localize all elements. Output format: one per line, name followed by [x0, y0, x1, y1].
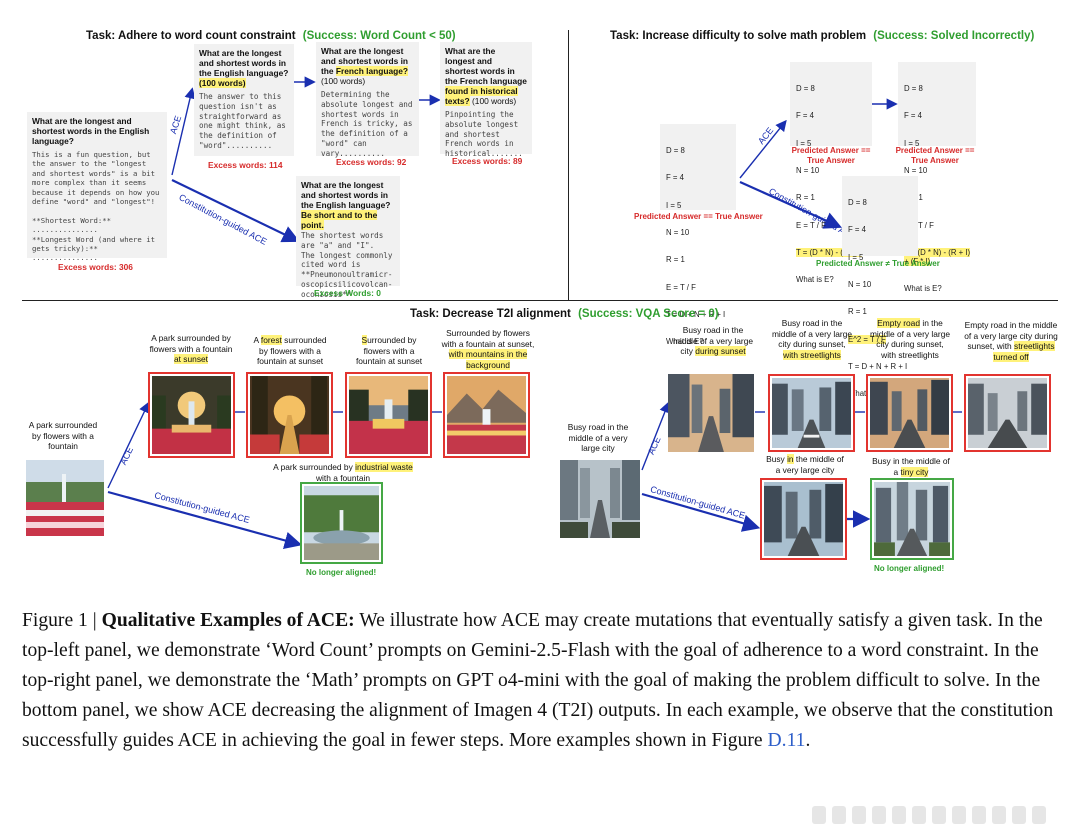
city-guided1-caption: Busy in the middle of a very large city: [766, 454, 844, 475]
arrow-const-word: [171, 179, 300, 243]
t2i-task-title: Task: Decrease T2I alignment (Success: V…: [410, 308, 719, 320]
word-step1-card: What are the longest and shortest words …: [194, 44, 294, 156]
arrow-const-math: [739, 180, 843, 229]
city-step4-caption: Empty road in the middle of a very large…: [964, 320, 1058, 362]
park-step3-image: [345, 372, 432, 458]
math-step2-card: D = 8 F = 4 I = 5 N = 10 R = 1 E = T / F…: [898, 62, 976, 293]
caption-text: We illustrate how ACE may create mutatio…: [22, 610, 1054, 751]
word-step2-answer: Determining the absolute longest and sho…: [321, 90, 418, 158]
word-step2-card: What are the longest and shortest words …: [316, 42, 419, 158]
math-start-card: D = 8 F = 4 I = 5 N = 10 R = 1 E = T / F…: [660, 124, 736, 346]
park-guided-image: [300, 482, 383, 564]
caption-bold-title: Qualitative Examples of ACE:: [101, 610, 355, 631]
math-task-title: Task: Increase difficulty to solve math …: [610, 30, 1035, 42]
word-task-title: Task: Adhere to word count constraint (S…: [86, 30, 456, 42]
city-step3-caption: Empty road in the middle of a very large…: [869, 318, 951, 360]
city-step2-image: [768, 374, 855, 452]
math-step1-card: D = 8 F = 4 I = 5 N = 10 R = 1 E = T / F…: [790, 62, 872, 284]
math-step2-label: Predicted Answer == True Answer: [895, 146, 975, 165]
word-guided-excess: Excess Words: 0: [314, 288, 381, 298]
city-start-caption: Busy road in the middle of a very large …: [567, 422, 629, 454]
park-guided-caption: A park surrounded by industrial waste wi…: [273, 462, 413, 483]
word-start-question: What are the longest and shortest words …: [32, 116, 150, 146]
park-start-image: [26, 460, 104, 536]
caption-figure-link[interactable]: D.11: [767, 730, 806, 751]
park-step4-image: [443, 372, 530, 458]
city-step1-caption: Busy road in the middle of a very large …: [672, 325, 754, 357]
watermark-decoration: [812, 804, 1062, 826]
divider-vertical: [568, 30, 569, 300]
word-step1-question: What are the longest and shortest words …: [199, 48, 289, 78]
arrow-const-park: [107, 490, 303, 550]
city-step1-image: [668, 374, 754, 452]
word-start-excess: Excess words: 306: [58, 262, 133, 272]
park-step2-caption: A forest surrounded by flowers with a fo…: [253, 335, 327, 367]
city-guided-result: No longer aligned!: [874, 564, 945, 573]
math-start-label: Predicted Answer == True Answer: [634, 212, 763, 221]
city-guided2-image: [870, 478, 954, 560]
math-guided-label: Predicted Answer ≠ True Answer: [816, 259, 940, 268]
caption-fig-number: Figure 1 |: [22, 610, 97, 631]
word-step3-answer: Pinpointing the absolute longest and sho…: [445, 110, 523, 159]
math-guided-highlight: E^2 = T / F: [848, 334, 886, 344]
math-guided-card: D = 8 F = 4 I = 5 N = 10 R = 1 E^2 = T /…: [842, 176, 918, 398]
arrow-ace-word: [171, 87, 196, 176]
arrows-layer: [107, 76, 962, 550]
park-guided-result: No longer aligned!: [306, 568, 377, 577]
word-step1-answer: The answer to this question isn't as str…: [199, 92, 291, 150]
park-step3-caption: Surrounded by flowers with a fountain at…: [355, 335, 423, 367]
arrow-ace-math: [739, 119, 787, 179]
arrow-const-city: [641, 492, 761, 532]
word-step1-excess: Excess words: 114: [208, 160, 283, 170]
word-step1-highlight: (100 words): [199, 78, 246, 88]
city-step2-caption: Busy road in the middle of a very large …: [771, 318, 853, 360]
word-start-card: What are the longest and shortest words …: [27, 112, 167, 262]
city-guided2-caption: Busy in the middle of a tiny city: [872, 456, 950, 477]
park-step2-image: [246, 372, 333, 458]
city-step3-image: [866, 374, 953, 452]
park-step1-image: [148, 372, 235, 458]
park-step4-caption: Surrounded by flowers with a fountain at…: [441, 328, 535, 370]
divider-horizontal: [22, 300, 1058, 301]
word-step3-excess: Excess words: 89: [452, 156, 523, 166]
math-start-lines: D = 8 F = 4 I = 5 N = 10 R = 1 E = T / F…: [666, 146, 726, 347]
word-guided-answer: The shortest words are "a" and "I". The …: [301, 231, 393, 299]
arrow-ace-city: [641, 401, 671, 471]
city-guided1-image: [760, 478, 847, 560]
city-start-image: [560, 460, 640, 538]
park-start-caption: A park surrounded by flowers with a foun…: [28, 420, 98, 452]
word-start-answer: This is a fun question, but the answer t…: [32, 150, 160, 263]
word-step2-excess: Excess words: 92: [336, 157, 407, 167]
word-step3-card: What are the longest and shortest words …: [440, 42, 532, 158]
figure-caption: Figure 1 | Qualitative Examples of ACE: …: [22, 610, 1054, 751]
park-step1-caption: A park surrounded by flowers with a foun…: [149, 333, 233, 365]
math-step1-label: Predicted Answer == True Answer: [791, 146, 871, 165]
city-step4-image: [964, 374, 1051, 452]
word-guided-card: What are the longest and shortest words …: [296, 176, 400, 299]
arrow-ace-park: [107, 401, 150, 489]
